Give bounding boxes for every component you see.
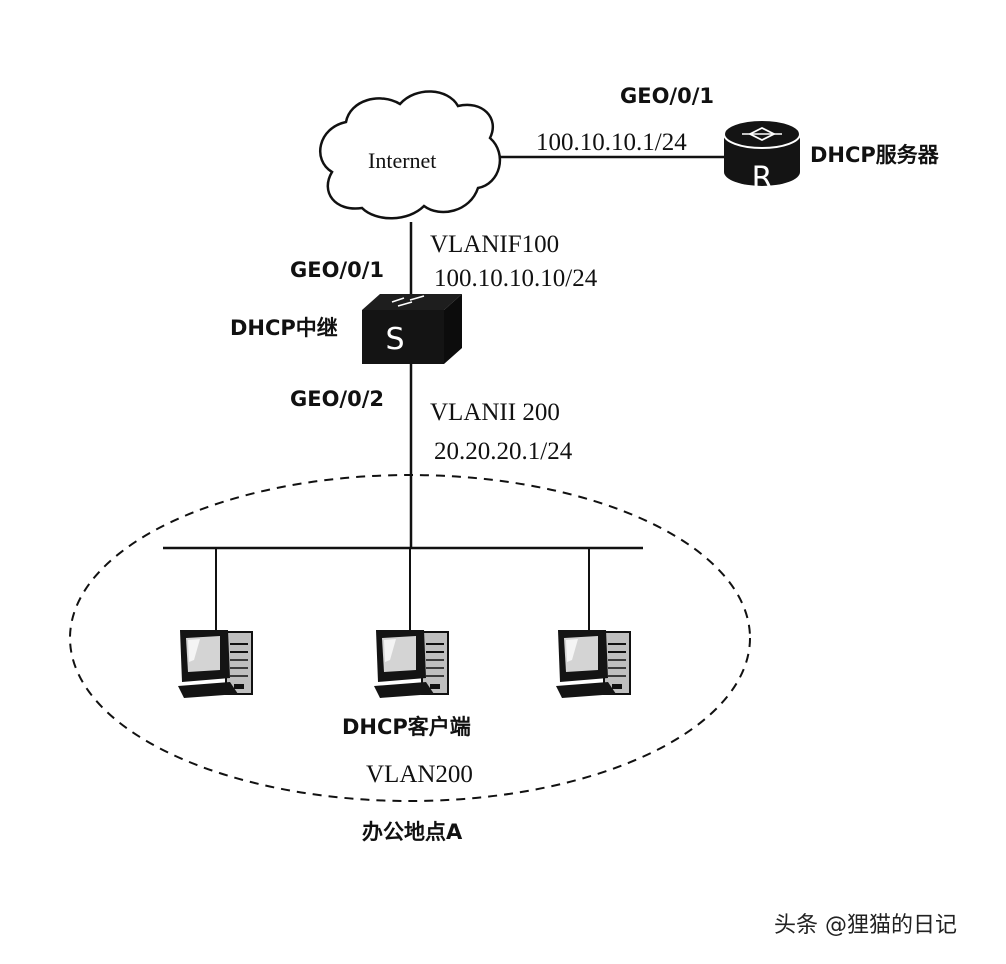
- office-site-label: 办公地点A: [362, 820, 463, 844]
- internet-label: Internet: [368, 148, 437, 173]
- internet-cloud-icon: [318, 90, 502, 220]
- switch-letter: S: [385, 322, 404, 357]
- relay-downlink-vlanif-label: VLANII 200: [430, 399, 560, 426]
- relay-label: DHCP中继: [230, 316, 338, 340]
- relay-uplink-ip-label: 100.10.10.10/24: [434, 265, 598, 292]
- router-icon: [723, 119, 801, 186]
- server-label: DHCP服务器: [810, 143, 939, 167]
- server-port-label: GEO/0/1: [620, 84, 714, 108]
- server-ip-label: 100.10.10.1/24: [536, 129, 687, 156]
- watermark: 头条 @狸猫的日记: [774, 913, 957, 938]
- switch-icon: [362, 294, 462, 364]
- pc-client-1-icon: [178, 630, 253, 698]
- office-area-boundary: [69, 474, 751, 802]
- relay-uplink-port-label: GEO/0/1: [290, 258, 384, 282]
- pc-client-2-icon: [374, 630, 449, 698]
- pc-client-3-icon: [556, 630, 631, 698]
- relay-downlink-ip-label: 20.20.20.1/24: [434, 438, 573, 465]
- router-letter: R: [752, 161, 773, 196]
- relay-uplink-vlanif-label: VLANIF100: [430, 231, 560, 258]
- relay-downlink-port-label: GEO/0/2: [290, 387, 384, 411]
- clients-vlan-label: VLAN200: [366, 761, 473, 788]
- clients-label: DHCP客户端: [342, 715, 471, 739]
